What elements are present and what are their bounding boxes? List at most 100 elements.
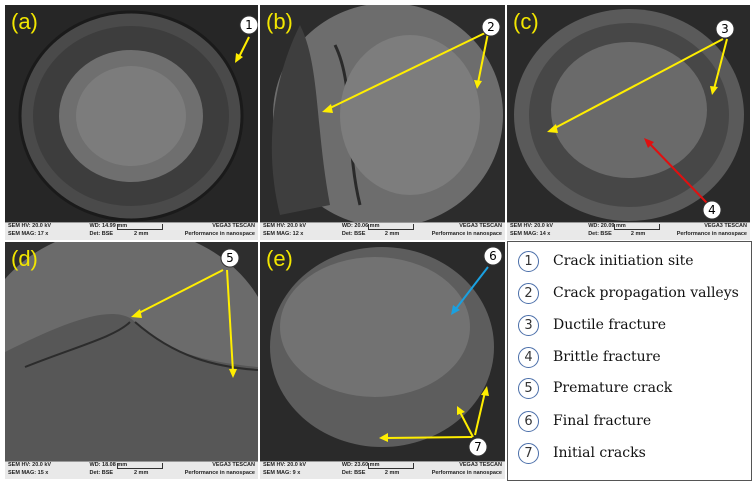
sem-brand: VEGA3 TESCAN [212, 223, 255, 229]
legend-number: 7 [518, 442, 539, 464]
legend-number: 3 [518, 314, 539, 336]
scale-bar [614, 224, 661, 230]
arrow-ductile-2 [713, 38, 728, 90]
fracture-image-b: 2 [260, 5, 505, 223]
sem-det: Det: BSE [89, 470, 114, 476]
arrow-propagation-2 [477, 32, 489, 84]
legend-number: 2 [518, 282, 539, 304]
sem-panel-d: 5 (d) SEM HV: 20.0 kV WD: 18.08 mm VEGA3… [5, 242, 258, 479]
arrow-final-fracture [454, 266, 489, 311]
arrow-initial-crack-3 [459, 411, 474, 438]
scale-label: 2 mm [133, 231, 149, 237]
fracture-image-c: 3 4 [507, 5, 750, 223]
legend-item-final-fracture: 6 Final fracture [518, 408, 651, 434]
scale-bar [116, 463, 163, 469]
scale-label: 2 mm [384, 231, 400, 237]
sem-det: Det: BSE [341, 231, 366, 237]
sem-perf: Performance in nanospace [431, 231, 502, 237]
sem-hv: SEM HV: 20.0 kV [263, 223, 307, 229]
marker-4-circle [702, 200, 722, 220]
marker-3-circle [715, 19, 735, 39]
sem-perf: Performance in nanospace [184, 231, 255, 237]
sem-brand: VEGA3 TESCAN [459, 462, 502, 468]
panel-label-a: (a) [11, 9, 38, 34]
sem-panel-a: 1 (a) SEM HV: 20.0 kV WD: 14.99 mm VEGA3… [5, 5, 258, 240]
panel-label-c: (c) [513, 9, 539, 34]
arrow-initial-crack-2 [474, 391, 486, 436]
sem-hv: SEM HV: 20.0 kV [8, 223, 52, 229]
scale-label: 2 mm [133, 470, 149, 476]
arrow-ductile-1 [552, 38, 724, 130]
sem-mag: SEM MAG: 15 x [8, 470, 49, 476]
legend-number: 6 [518, 410, 539, 432]
legend-text: Premature crack [553, 380, 673, 396]
sem-info-bar-e: SEM HV: 20.0 kV WD: 23.60 mm VEGA3 TESCA… [260, 461, 505, 479]
sem-brand: VEGA3 TESCAN [212, 462, 255, 468]
legend-text: Initial cracks [553, 445, 646, 461]
marker-7-circle [468, 437, 488, 457]
sem-mag: SEM MAG: 14 x [510, 231, 551, 237]
arrow-propagation-1 [327, 32, 486, 110]
sem-hv: SEM HV: 20.0 kV [8, 462, 52, 468]
sem-mag: SEM MAG: 9 x [263, 470, 301, 476]
legend-item-brittle-fracture: 4 Brittle fracture [518, 344, 661, 370]
panel-label-e: (e) [266, 246, 293, 271]
sem-hv: SEM HV: 20.0 kV [263, 462, 307, 468]
arrow-brittle [648, 142, 708, 204]
sem-info-bar-d: SEM HV: 20.0 kV WD: 18.08 mm VEGA3 TESCA… [5, 461, 258, 479]
sem-wd: WD: 18.08 mm [89, 462, 128, 468]
sem-det: Det: BSE [588, 231, 612, 237]
scale-label: 2 mm [630, 231, 646, 237]
scale-label: 2 mm [384, 470, 400, 476]
legend-text: Crack propagation valleys [553, 285, 739, 301]
sem-wd: WD: 14.99 mm [89, 223, 128, 229]
legend-item-ductile-fracture: 3 Ductile fracture [518, 312, 666, 338]
sem-perf: Performance in nanospace [431, 470, 502, 476]
panel-label-d: (d) [11, 246, 38, 271]
marker-6-circle [483, 246, 503, 266]
marker-2-text: 2 [487, 20, 495, 34]
sem-det: Det: BSE [341, 470, 366, 476]
fracture-image-a: 1 [5, 5, 258, 223]
sem-wd: WD: 20.06 mm [341, 223, 380, 229]
legend-text: Crack initiation site [553, 253, 694, 269]
marker-1-text: 1 [245, 18, 253, 32]
arrow-premature-2 [226, 269, 234, 373]
sem-info-bar-c: SEM HV: 20.0 kV WD: 20.09 mm VEGA3 TESCA… [507, 222, 750, 240]
marker-5-circle [220, 248, 240, 268]
sem-wd: WD: 23.60 mm [341, 462, 380, 468]
sem-mag: SEM MAG: 17 x [8, 231, 49, 237]
legend-item-initial-cracks: 7 Initial cracks [518, 440, 646, 466]
scale-bar [368, 463, 415, 469]
sem-info-bar-b: SEM HV: 20.0 kV WD: 20.06 mm VEGA3 TESCA… [260, 222, 505, 240]
marker-5-text: 5 [226, 251, 234, 265]
scale-bar [116, 224, 163, 230]
legend-text: Final fracture [553, 413, 652, 429]
panel-label-b: (b) [266, 9, 293, 34]
scale-bar [368, 224, 415, 230]
marker-4-text: 4 [708, 203, 716, 217]
sem-panel-c: 3 4 (c) SEM HV: 20.0 kV WD: 20.09 mm VEG… [507, 5, 750, 240]
marker-2-circle [481, 17, 501, 37]
sem-panel-e: 6 7 (e) SEM HV: 20.0 kV WD: 23.60 mm VEG… [260, 242, 505, 479]
sem-hv: SEM HV: 20.0 kV [510, 223, 554, 229]
legend-item-premature-crack: 5 Premature crack [518, 375, 672, 401]
fracture-image-e: 6 7 [260, 242, 505, 462]
sem-brand: VEGA3 TESCAN [459, 223, 502, 229]
sem-mag: SEM MAG: 12 x [263, 231, 304, 237]
marker-1-circle [239, 15, 258, 35]
legend-box: 1 Crack initiation site 2 Crack propagat… [507, 241, 752, 481]
legend-item-crack-initiation: 1 Crack initiation site [518, 248, 694, 274]
legend-item-propagation-valleys: 2 Crack propagation valleys [518, 280, 739, 306]
sem-info-bar-a: SEM HV: 20.0 kV WD: 14.99 mm VEGA3 TESCA… [5, 222, 258, 240]
legend-text: Ductile fracture [553, 317, 667, 333]
sem-panel-b: 2 (b) SEM HV: 20.0 kV WD: 20.06 mm VEGA3… [260, 5, 505, 240]
sem-det: Det: BSE [89, 231, 114, 237]
legend-number: 4 [518, 346, 539, 368]
marker-6-text: 6 [489, 249, 497, 263]
sem-brand: VEGA3 TESCAN [704, 223, 747, 229]
legend-text: Brittle fracture [553, 349, 661, 365]
fracture-image-d: 5 [5, 242, 258, 462]
marker-3-text: 3 [721, 22, 729, 36]
legend-number: 5 [518, 377, 539, 399]
